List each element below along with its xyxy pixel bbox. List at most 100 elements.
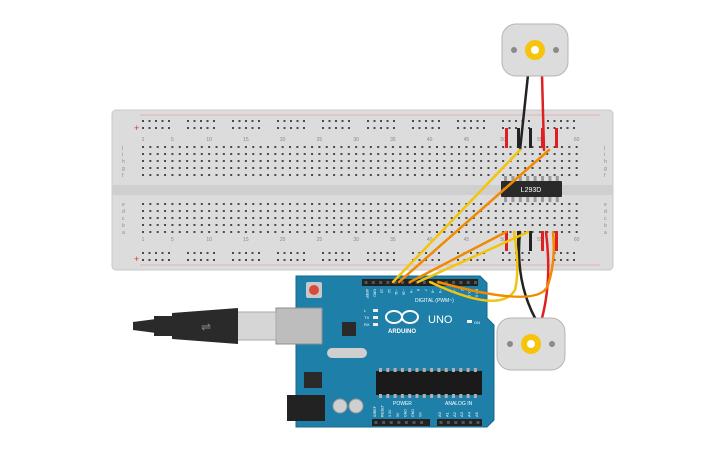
digital-pin-label: ~6 (431, 289, 435, 293)
row-label: d (122, 209, 125, 215)
wire-orange-3 (436, 230, 556, 298)
board-led (373, 309, 378, 312)
row-label: b (122, 223, 125, 229)
motor-top[interactable] (501, 23, 569, 77)
column-label: 30 (353, 137, 359, 143)
column-label: 5 (171, 237, 174, 243)
column-label: 55 (537, 137, 543, 143)
power-pin-label: GND (403, 409, 407, 417)
column-label: 50 (500, 137, 506, 143)
atmega-chip (376, 371, 482, 395)
capacitor (332, 398, 348, 414)
analog-pin-label: A4 (467, 411, 472, 417)
power-pin-label: RESET (381, 404, 385, 417)
breadboard[interactable]: 1155101015152020252530303535404045455050… (111, 109, 614, 271)
wires (391, 73, 556, 320)
power-pin-label: 3.3V (388, 409, 392, 417)
analog-pin-label: A2 (452, 411, 457, 417)
reset-button[interactable] (309, 285, 319, 295)
row-label: f (122, 173, 124, 179)
power-header (372, 419, 430, 426)
wire-yellow-2 (416, 230, 530, 284)
analog-pin-label: A5 (474, 411, 479, 417)
row-label: e (604, 202, 607, 208)
digital-pin-label: ~3 (453, 289, 457, 293)
column-label: 35 (390, 237, 396, 243)
digital-label: DIGITAL (PWM~) (415, 298, 454, 304)
digital-pin-label: ~11 (394, 289, 398, 295)
row-label: i (122, 152, 123, 158)
column-label: 15 (243, 137, 249, 143)
row-label: h (604, 159, 607, 165)
wire-red-motor-top (540, 73, 546, 152)
row-label: a (604, 230, 607, 236)
mcu-pins (379, 368, 477, 398)
row-label: d (604, 209, 607, 215)
on-led-label: ON (474, 320, 480, 325)
digital-pin-label: 13 (380, 289, 384, 293)
wire-yellow-1 (391, 148, 522, 284)
row-label: b (604, 223, 607, 229)
row-label: a (122, 230, 125, 236)
power-pin-label: Vin (419, 412, 423, 417)
voltage-regulator (304, 372, 322, 388)
wire-black-motor-top (518, 73, 530, 152)
row-label: f (604, 173, 606, 179)
digital-pin-label: 7 (423, 289, 427, 291)
analog-pin-label: A3 (459, 411, 464, 417)
wire-black-motor-bottom (517, 230, 537, 320)
row-label: e (122, 202, 125, 208)
digital-pin-label: AREF (365, 289, 369, 299)
digital-pin-label: ~5 (438, 289, 442, 293)
column-label: 35 (390, 137, 396, 143)
arduino-uno-board[interactable]: ARDUINO UNO DIGITAL (PWM~) POWER ANALOG … (275, 275, 495, 428)
led-label: L (364, 308, 367, 313)
column-label: 25 (317, 237, 323, 243)
column-label: 5 (171, 137, 174, 143)
digital-pin-label: 8 (416, 289, 420, 291)
column-label: 1 (142, 137, 145, 143)
row-label: g (122, 166, 125, 172)
breadboard-holes (142, 146, 578, 233)
motor-bottom[interactable] (496, 317, 566, 371)
led-label: RX (364, 322, 370, 327)
digital-pin-label: 12 (387, 289, 391, 293)
power-pin-label: IOREF (373, 405, 377, 417)
digital-pin-label: ~9 (409, 289, 413, 293)
usb-cable[interactable]: ⇌ (133, 308, 277, 344)
column-label: 55 (537, 237, 543, 243)
row-label: g (604, 166, 607, 172)
chip-label: L293D (521, 187, 542, 194)
usb-symbol-icon: ⇌ (201, 320, 211, 334)
rail-plus-top: + (134, 123, 139, 133)
column-label: 10 (206, 237, 212, 243)
column-label: 20 (280, 137, 286, 143)
l293d-chip[interactable]: L293D (501, 176, 562, 202)
column-label: 50 (500, 237, 506, 243)
column-label: 45 (464, 237, 470, 243)
wire-yellow-3 (428, 230, 519, 302)
wire-red-motor-bottom (540, 230, 550, 320)
row-label: j (603, 145, 605, 151)
column-label: 25 (317, 137, 323, 143)
arduino-model: UNO (428, 314, 453, 326)
on-led (467, 320, 472, 323)
usb-interface-chip (342, 322, 356, 336)
led-label: TX (364, 315, 369, 320)
row-label: c (604, 216, 607, 222)
chip-pins (504, 176, 559, 202)
board-leds: L TX RX (364, 308, 378, 327)
analog-header (437, 419, 482, 426)
board-led (373, 316, 378, 319)
row-label: i (604, 152, 605, 158)
row-label: j (121, 145, 123, 151)
row-label: c (122, 216, 125, 222)
column-label: 45 (464, 137, 470, 143)
digital-pin-label: ~10 (402, 289, 406, 295)
